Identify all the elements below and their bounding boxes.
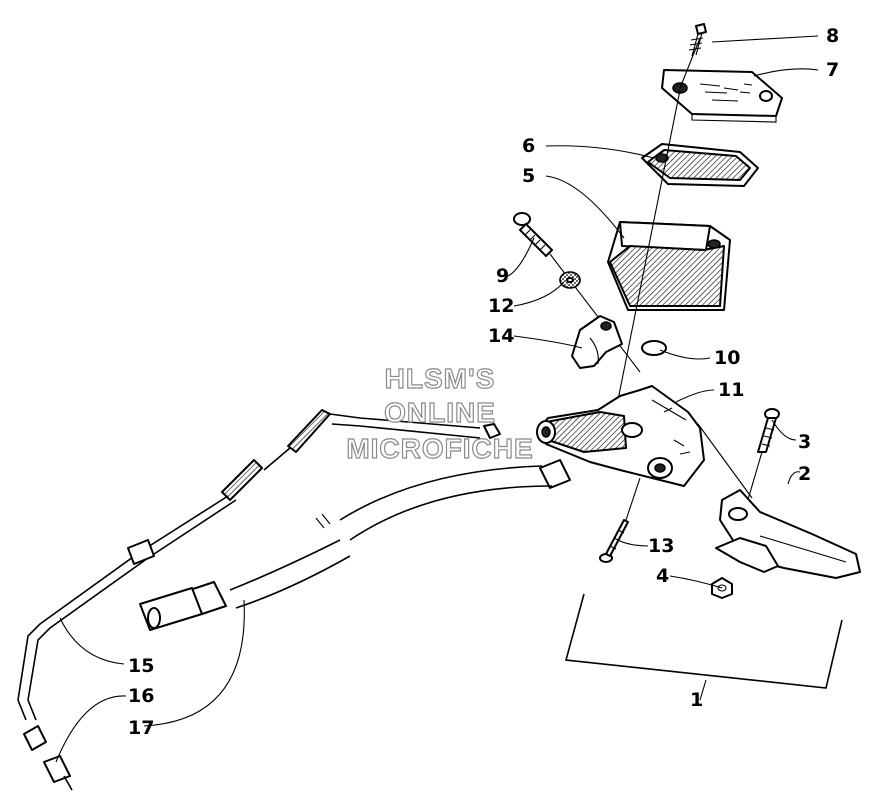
pivot-bolt-3: [757, 408, 780, 453]
lever-link-line: [697, 423, 753, 499]
watermark-line-3: MICROFICHE: [346, 433, 533, 464]
screw-13: [599, 519, 629, 563]
callout-11: 11: [718, 379, 744, 401]
callout-15: 15: [128, 655, 154, 677]
watermark-line-1: HLSM'S: [385, 363, 496, 394]
brake-lever-2: [715, 489, 861, 579]
brake-hose-15: [17, 409, 501, 751]
watermark-line-2: ONLINE: [384, 397, 496, 428]
assembly-axis-line: [615, 89, 681, 411]
callout-7: 7: [826, 59, 839, 81]
callout-8: 8: [826, 25, 839, 47]
screw-axis-line: [679, 37, 701, 89]
master-cylinder-11: [536, 385, 705, 487]
callout-16: 16: [128, 685, 154, 707]
callout-1: 1: [690, 689, 703, 711]
switch-harness-17: [139, 459, 571, 631]
callout-3: 3: [798, 431, 811, 453]
hose-fitting-16: [43, 755, 73, 791]
callout-5: 5: [522, 165, 535, 187]
gasket-6: [641, 143, 759, 187]
watermark: HLSM'S ONLINE MICROFICHE: [346, 362, 534, 464]
bolt-9: [513, 212, 553, 257]
reservoir-cover-7: [661, 69, 783, 123]
callout-10: 10: [714, 347, 740, 369]
washer-12: [559, 271, 581, 289]
screw-13-axis-line: [625, 477, 641, 521]
callout-9: 9: [496, 265, 509, 287]
callout-6: 6: [522, 135, 535, 157]
callout-14: 14: [488, 325, 514, 347]
callout-2: 2: [798, 463, 811, 485]
callout-4: 4: [656, 565, 669, 587]
reservoir-5: [607, 221, 731, 311]
leader-lines: [55, 35, 819, 763]
callout-13: 13: [648, 535, 674, 557]
callout-17: 17: [128, 717, 154, 739]
clamp-14: [571, 315, 623, 369]
assembly-bracket-1: [564, 593, 843, 689]
callout-12: 12: [488, 295, 514, 317]
o-ring-10: [641, 340, 667, 356]
screw-8: [688, 23, 707, 57]
